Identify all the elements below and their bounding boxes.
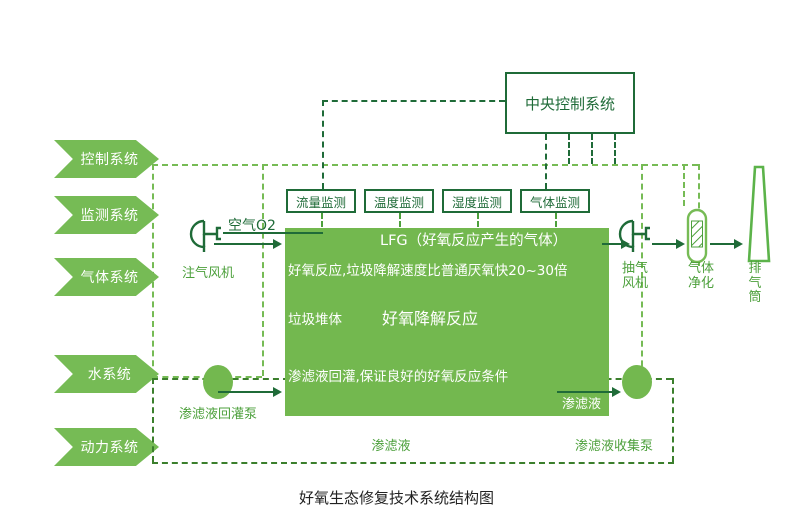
extraction-fan-label-line1: 抽气	[621, 261, 648, 276]
monitor-box-flow[interactable]: 流量监测	[286, 189, 356, 213]
boundary-lower-left	[152, 378, 154, 462]
monitor-box-temperature[interactable]: 温度监测	[364, 189, 434, 213]
exhaust-stack-icon	[747, 165, 771, 263]
collection-arrow-head	[612, 387, 621, 397]
gas-purification-label: 气体 净化	[679, 261, 723, 291]
lfg-out-arrow-line	[602, 243, 624, 245]
fan-to-purifier-line	[652, 243, 678, 245]
control-drop-2	[568, 134, 570, 164]
diagram-caption: 好氧生态修复技术系统结构图	[298, 489, 494, 507]
monitor-box-label: 温度监测	[373, 194, 424, 210]
purifier-to-stack-head	[734, 239, 743, 249]
monitor-box-gas[interactable]: 气体监测	[520, 189, 590, 213]
air-o2-underline	[223, 232, 323, 234]
monitor-box-label: 气体监测	[529, 194, 580, 210]
injection-blower-label: 注气风机	[181, 266, 234, 281]
extraction-fan-label: 抽气 风机	[612, 261, 658, 291]
monitor-box-label: 流量监测	[295, 194, 346, 210]
system-chevron-label: 气体系统	[80, 270, 139, 286]
control-link-horizontal	[322, 100, 505, 102]
purifier-to-stack-line	[710, 243, 736, 245]
system-chevron-label: 控制系统	[80, 152, 139, 168]
system-chevron-gas[interactable]: 气体系统	[54, 258, 159, 296]
boundary-gas-inner-right	[641, 164, 643, 386]
boundary-upper-left	[152, 164, 154, 376]
probe-line-humidity	[477, 213, 479, 235]
system-chevron-control[interactable]: 控制系统	[54, 140, 159, 178]
air-injection-arrow-line	[214, 243, 276, 245]
control-drop-1	[545, 134, 547, 189]
extraction-fan-icon	[618, 219, 650, 252]
exhaust-stack-label-line2: 气	[748, 275, 762, 291]
gas-purification-icon	[686, 208, 708, 264]
system-chevron-label: 动力系统	[80, 440, 139, 456]
monitor-box-humidity[interactable]: 湿度监测	[442, 189, 512, 213]
monitor-box-label: 湿度监测	[451, 194, 502, 210]
exhaust-stack-label-line1: 排	[748, 261, 762, 276]
probe-line-temperature	[399, 213, 401, 235]
air-o2-label: 空气O2	[228, 218, 276, 234]
system-chevron-monitoring[interactable]: 监测系统	[54, 196, 159, 234]
waste-pile-reactor-block	[285, 228, 609, 416]
control-link-vertical	[322, 100, 324, 189]
boundary-upper-top	[152, 164, 698, 166]
central-control-system-label: 中央控制系统	[524, 94, 615, 113]
probe-line-flow	[321, 213, 323, 235]
system-chevron-label: 监测系统	[80, 208, 139, 224]
system-chevron-label: 水系统	[87, 367, 132, 383]
leachate-collection-pump-icon	[622, 365, 652, 399]
waste-pile-label: 垃圾堆体	[288, 312, 342, 328]
exhaust-stack-label: 排 气 筒	[745, 261, 765, 306]
boundary-lower-right	[672, 378, 674, 462]
leachate-recirculation-label: 渗滤液回灌,保证良好的好氧反应条件	[288, 369, 509, 385]
lfg-label: LFG（好氧反应产生的气体）	[380, 233, 568, 249]
leachate-collection-pump-label: 渗滤液收集泵	[574, 439, 653, 454]
leachate-bottom-label: 渗滤液	[371, 439, 411, 454]
boundary-gas-inner-left	[262, 164, 264, 376]
probe-line-gas	[555, 213, 557, 235]
system-chevron-power[interactable]: 动力系统	[54, 428, 159, 466]
extraction-fan-label-line2: 风机	[621, 275, 648, 291]
degradation-rate-label: 好氧反应,垃圾降解速度比普通厌氧快20~30倍	[288, 263, 568, 279]
fan-to-purifier-head	[676, 239, 685, 249]
gas-purification-label-line2: 净化	[687, 275, 714, 291]
leachate-out-label: 渗滤液	[562, 397, 602, 412]
control-drop-3	[591, 134, 593, 164]
leachate-recirculation-pump-label: 渗滤液回灌泵	[178, 407, 257, 422]
recirculation-arrow-line	[218, 391, 276, 393]
leachate-recirculation-pump-icon	[203, 365, 233, 399]
exhaust-stack-label-line3: 筒	[748, 290, 762, 306]
central-control-system-box[interactable]: 中央控制系统	[505, 72, 635, 134]
injection-blower-icon	[189, 219, 221, 252]
air-injection-arrow-head	[273, 239, 282, 249]
recirculation-arrow-head	[273, 387, 282, 397]
system-chevron-water[interactable]: 水系统	[54, 355, 159, 393]
boundary-lower-bottom	[152, 462, 674, 464]
collection-arrow-line	[557, 391, 615, 393]
control-drop-4	[614, 134, 616, 164]
boundary-purifier-drop	[683, 164, 685, 206]
aerobic-degradation-label: 好氧降解反应	[382, 309, 479, 328]
gas-purification-label-line1: 气体	[687, 261, 714, 276]
